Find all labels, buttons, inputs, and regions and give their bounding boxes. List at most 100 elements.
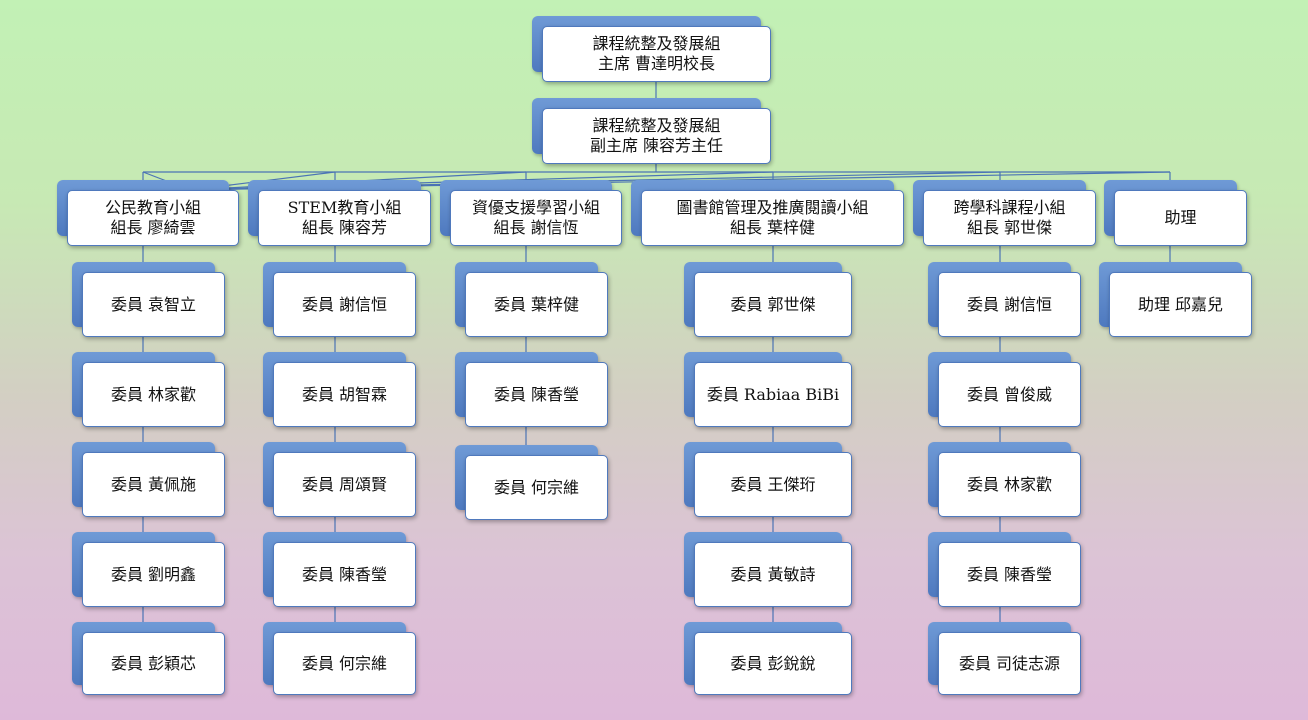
node-card: 委員 林家歡 [938,452,1081,517]
vice-chair-title: 課程統整及發展組 [592,116,721,135]
node-card: 委員 司徒志源 [938,632,1081,695]
member-name: 委員 周頌賢 [301,474,388,494]
group-name: 資優支援學習小組 [471,198,600,217]
group-node-stem: STEM教育小組 組長 陳容芳 [248,180,431,246]
member-name: 委員 陳香瑩 [493,384,580,404]
node-card: 委員 陳香瑩 [273,542,416,607]
member-node: 委員 曾俊威 [928,352,1081,427]
member-name: 委員 曾俊威 [966,384,1053,404]
node-card: 委員 彭穎芯 [82,632,225,695]
member-node: 委員 林家歡 [72,352,225,427]
member-name: 委員 林家歡 [110,384,197,404]
group-name: 圖書館管理及推廣閱讀小組 [676,198,869,217]
group-leader: 組長 陳容芳 [301,218,388,237]
member-name: 委員 謝信恒 [301,294,388,314]
member-node: 委員 周頌賢 [263,442,416,517]
node-card: 委員 曾俊威 [938,362,1081,427]
group-name: 助理 [1164,208,1197,227]
group-name: 跨學科課程小組 [953,198,1066,217]
node-card: 委員 陳香瑩 [938,542,1081,607]
member-name: 委員 葉梓健 [493,294,580,314]
member-name: 委員 郭世傑 [730,294,816,314]
group-node-cross-curricular: 跨學科課程小組 組長 郭世傑 [913,180,1096,246]
group-name: STEM教育小組 [287,198,402,217]
member-node: 委員 彭銳銳 [684,622,852,695]
member-node: 委員 王傑珩 [684,442,852,517]
member-name: 委員 彭穎芯 [110,653,197,673]
member-node: 委員 劉明鑫 [72,532,225,607]
node-card: 委員 黃佩施 [82,452,225,517]
member-name: 委員 林家歡 [966,474,1053,494]
member-node: 委員 黃敏詩 [684,532,852,607]
member-name: 委員 王傑珩 [730,474,816,494]
group-leader: 組長 廖綺雲 [110,218,196,237]
node-card: 助理 邱嘉兒 [1109,272,1252,337]
member-node: 助理 邱嘉兒 [1099,262,1252,337]
member-name: 委員 彭銳銳 [730,653,816,673]
node-card: 委員 葉梓健 [465,272,608,337]
member-name: 委員 何宗維 [301,653,388,673]
member-node: 委員 謝信恒 [263,262,416,337]
member-name: 委員 陳香瑩 [966,564,1053,584]
member-node: 委員 謝信恒 [928,262,1081,337]
chair-name: 主席 曹達明校長 [597,54,716,73]
node-card: 委員 Rabiaa BiBi [694,362,852,427]
node-card: 委員 郭世傑 [694,272,852,337]
member-node: 委員 黃佩施 [72,442,225,517]
chair-title: 課程統整及發展組 [592,34,721,53]
member-name: 委員 謝信恒 [966,294,1053,314]
node-card: 圖書館管理及推廣閱讀小組 組長 葉梓健 [641,190,904,246]
member-node: 委員 郭世傑 [684,262,852,337]
node-card: 委員 袁智立 [82,272,225,337]
vice-chair-node: 課程統整及發展組 副主席 陳容芳主任 [532,98,771,164]
group-node-civic: 公民教育小組 組長 廖綺雲 [57,180,239,246]
group-node-library: 圖書館管理及推廣閱讀小組 組長 葉梓健 [631,180,904,246]
member-name: 委員 袁智立 [110,294,197,314]
group-leader: 組長 郭世傑 [966,218,1053,237]
member-name: 委員 胡智霖 [301,384,388,404]
member-name: 委員 陳香瑩 [301,564,388,584]
vice-chair-name: 副主席 陳容芳主任 [589,136,724,155]
member-node: 委員 陳香瑩 [455,352,608,427]
node-card: 委員 陳香瑩 [465,362,608,427]
member-node: 委員 司徒志源 [928,622,1081,695]
node-card: 委員 何宗維 [273,632,416,695]
member-name: 委員 劉明鑫 [110,564,197,584]
node-card: 助理 [1114,190,1247,246]
member-node: 委員 葉梓健 [455,262,608,337]
member-node: 委員 胡智霖 [263,352,416,427]
node-card: 委員 彭銳銳 [694,632,852,695]
group-leader: 組長 葉梓健 [729,218,816,237]
member-name: 委員 黃敏詩 [730,564,816,584]
node-card: 委員 王傑珩 [694,452,852,517]
member-node: 委員 彭穎芯 [72,622,225,695]
node-card: 委員 周頌賢 [273,452,416,517]
member-node: 委員 袁智立 [72,262,225,337]
node-card: 資優支援學習小組 組長 謝信恆 [450,190,622,246]
node-card: STEM教育小組 組長 陳容芳 [258,190,431,246]
member-name: 委員 何宗維 [493,477,580,497]
group-leader: 組長 謝信恆 [493,218,579,237]
node-card: 委員 劉明鑫 [82,542,225,607]
member-node: 委員 林家歡 [928,442,1081,517]
node-card: 跨學科課程小組 組長 郭世傑 [923,190,1096,246]
member-node: 委員 陳香瑩 [928,532,1081,607]
member-node: 委員 何宗維 [455,445,608,520]
node-card: 委員 黃敏詩 [694,542,852,607]
node-card: 委員 謝信恒 [273,272,416,337]
node-card: 公民教育小組 組長 廖綺雲 [67,190,239,246]
member-node: 委員 Rabiaa BiBi [684,352,852,427]
member-node: 委員 陳香瑩 [263,532,416,607]
node-card: 委員 胡智霖 [273,362,416,427]
node-card: 委員 何宗維 [465,455,608,520]
member-name: 委員 司徒志源 [958,653,1061,673]
node-card: 課程統整及發展組 主席 曹達明校長 [542,26,771,82]
member-name: 助理 邱嘉兒 [1137,294,1224,314]
member-name: 委員 黃佩施 [110,474,197,494]
group-node-assistant: 助理 [1104,180,1247,246]
node-card: 委員 謝信恒 [938,272,1081,337]
node-card: 課程統整及發展組 副主席 陳容芳主任 [542,108,771,164]
group-name: 公民教育小組 [104,198,201,217]
group-node-gifted: 資優支援學習小組 組長 謝信恆 [440,180,622,246]
chair-node: 課程統整及發展組 主席 曹達明校長 [532,16,771,82]
